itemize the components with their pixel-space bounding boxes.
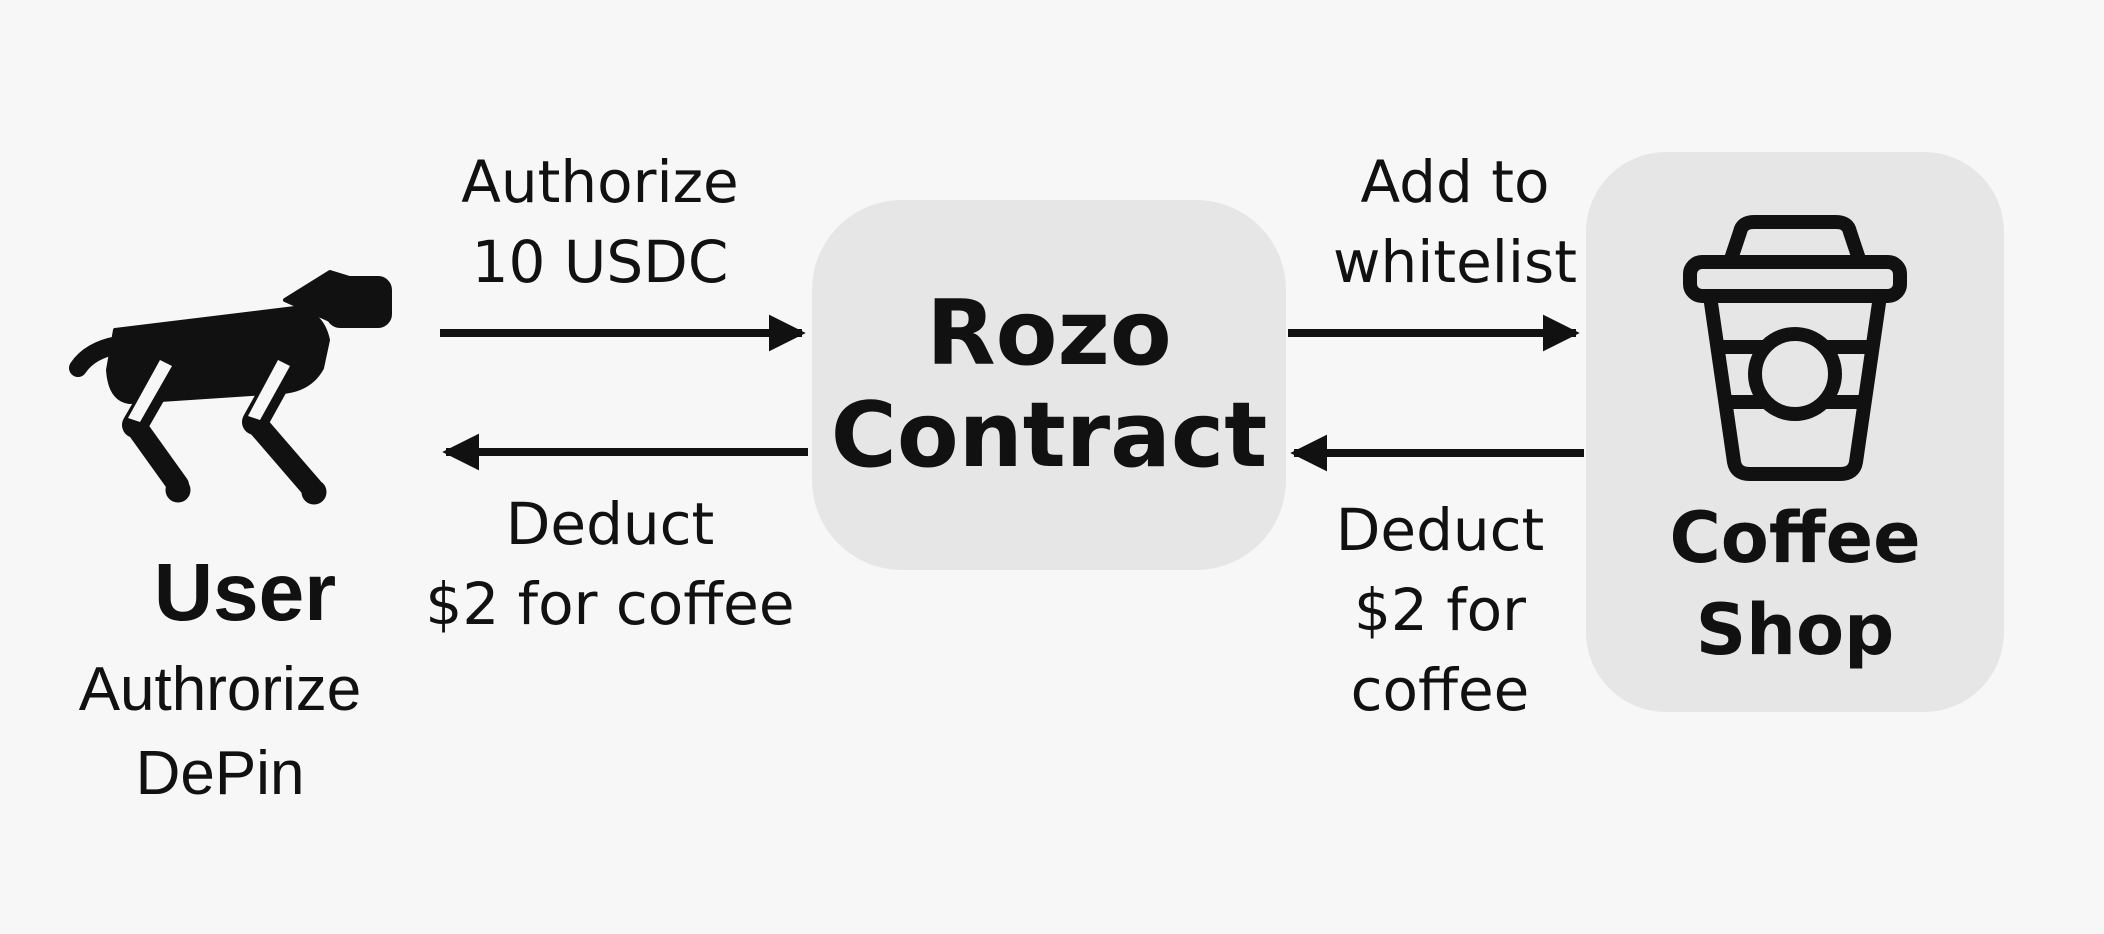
contract-node: Rozo Contract [812,200,1286,570]
robot-dog-icon [69,270,392,505]
authorize-label: Authorize 10 USDC [410,142,790,302]
deduct-right-label-line: $2 for [1354,576,1526,644]
user-title: User [153,547,337,638]
user-subtitle-line: Authrorize [78,655,362,724]
shop-title-line: Shop [1695,589,1895,671]
shop-title-line: Coffee [1669,497,1921,579]
authorize-label-line: 10 USDC [471,228,729,296]
whitelist-label-line: Add to [1360,148,1550,216]
whitelist-label-line: whitelist [1333,228,1577,296]
deduct-right-label: Deduct $2 for coffee [1300,490,1580,730]
whitelist-label: Add to whitelist [1300,142,1610,302]
user-subtitle: Authrorize DePin [20,648,420,816]
deduct-left-label: Deduct $2 for coffee [390,484,830,644]
deduct-right-label-line: coffee [1350,656,1530,724]
deduct-left-label-line: $2 for coffee [425,570,795,638]
contract-title-line: Rozo [926,281,1172,386]
coffee-shop-node: Coffee Shop [1586,152,2004,712]
coffee-cup-icon [1683,215,1907,481]
authorize-label-line: Authorize [461,148,739,216]
deduct-left-label-line: Deduct [505,490,715,558]
shop-title: Coffee Shop [1586,492,2004,676]
contract-title: Rozo Contract [831,283,1267,487]
deduct-right-label-line: Deduct [1335,496,1545,564]
contract-title-line: Contract [830,383,1268,488]
user-subtitle-line: DePin [135,739,305,808]
